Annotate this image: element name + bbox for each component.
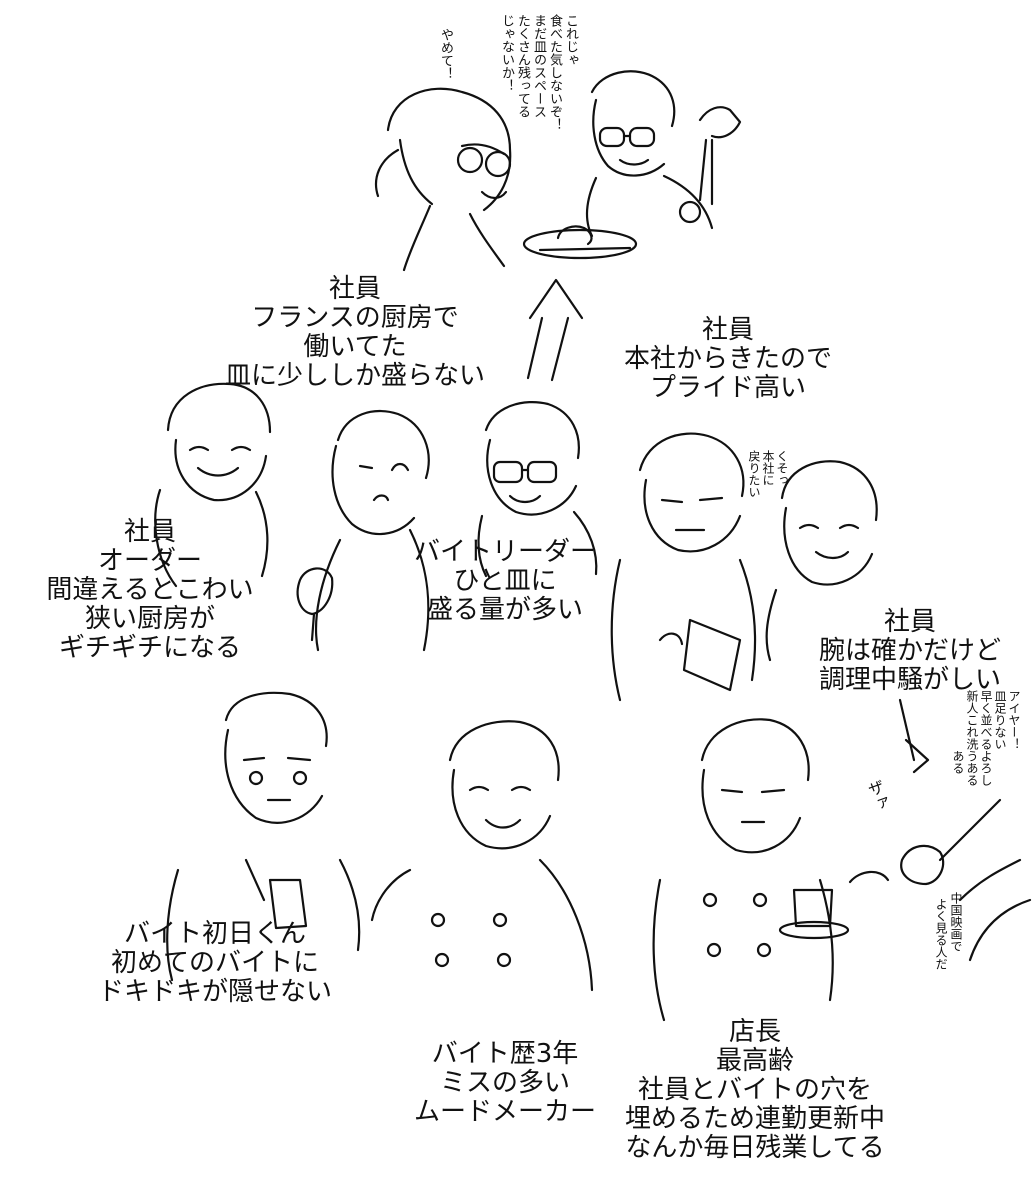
speech-china-film-line-2: よく見る人だ bbox=[934, 898, 948, 970]
caption-manager-line-1: 店長 bbox=[728, 1017, 781, 1047]
chef-left-smiling-drawing bbox=[154, 382, 272, 588]
caption-first-day: バイト初日くん 初めてのバイトに ドキドキが隠せない bbox=[80, 920, 350, 1007]
chef-woman-wine-drawing bbox=[296, 410, 430, 652]
caption-part-leader: バイトリーダー ひと皿に 盛る量が多い bbox=[405, 538, 605, 625]
small-cook-sketch-drawing bbox=[848, 698, 1032, 962]
caption-skilled-staff-line-2: 調理中騒がしい bbox=[818, 665, 1001, 695]
caption-right-staff: 社員 本社からきたので プライド高い bbox=[612, 316, 844, 403]
caption-part-leader-line-2: ひと皿に bbox=[453, 566, 557, 596]
caption-left-staff-line-3: 狭い厨房が bbox=[84, 604, 215, 634]
speech-aiya-line-5: ある bbox=[951, 750, 965, 774]
caption-top-staff-role: 社員 bbox=[328, 274, 381, 304]
caption-left-staff: 社員 オーダー 間違えるとこわい 狭い厨房が ギチギチになる bbox=[25, 518, 275, 663]
caption-left-staff-role: 社員 bbox=[123, 517, 176, 547]
speech-aiya-line-1: アイヤー！ bbox=[1007, 690, 1021, 750]
chef-woman-skilled-drawing bbox=[765, 460, 878, 662]
up-arrow-drawing bbox=[526, 278, 584, 382]
part-leader-glasses-drawing bbox=[477, 400, 598, 578]
speech-aiya-line-3: 早く並べるよろし bbox=[979, 690, 993, 786]
caption-part-leader-line-3: 盛る量が多い bbox=[426, 595, 583, 625]
speech-kuso: くそっ 本社に 戻りたい bbox=[736, 450, 789, 550]
speech-kuso-line-2: 本社に bbox=[761, 450, 775, 486]
caption-right-staff-line-2: プライド高い bbox=[649, 373, 806, 403]
caption-manager-line-2: 最高齢 bbox=[715, 1046, 794, 1076]
chef-frustrated-drawing bbox=[610, 432, 757, 702]
small-plate-drawing bbox=[522, 225, 638, 260]
caption-first-day-line-3: ドキドキが隠せない bbox=[97, 977, 332, 1007]
caption-manager-line-4: 埋めるため連勤更新中 bbox=[624, 1104, 885, 1134]
speech-china-film: 中国映画で よく見る人だ bbox=[922, 892, 963, 1002]
top-chef-woman-drawing bbox=[374, 87, 512, 272]
speech-top-right-line-3: まだ皿のスペース bbox=[531, 14, 546, 118]
caption-manager-line-5: なんか毎日残業してる bbox=[625, 1133, 885, 1163]
caption-manager: 店長 最高齢 社員とバイトの穴を 埋めるため連勤更新中 なんか毎日残業してる bbox=[620, 1018, 890, 1163]
speech-top-right-line-2: 食べた気しないぞ！ bbox=[547, 14, 562, 131]
top-chef-man-drawing bbox=[586, 70, 742, 238]
caption-right-staff-line-1: 本社からきたので bbox=[623, 344, 832, 374]
speech-top-right-line-4: たくさん残ってる bbox=[515, 14, 530, 118]
caption-first-day-line-1: バイト初日くん bbox=[123, 919, 306, 949]
speech-kuso-line-1: くそっ bbox=[775, 450, 789, 486]
caption-top-staff-line-2: 働いてた bbox=[303, 332, 407, 362]
caption-three-years-line-3: ムードメーカー bbox=[413, 1097, 596, 1127]
caption-top-staff-line-1: フランスの厨房で bbox=[251, 303, 459, 333]
caption-part-leader-line-1: バイトリーダー bbox=[413, 537, 596, 567]
caption-manager-line-3: 社員とバイトの穴を bbox=[637, 1075, 872, 1105]
speech-top-right-line-5: じゃないか！ bbox=[499, 14, 514, 92]
caption-three-years-line-2: ミスの多い bbox=[439, 1068, 570, 1098]
caption-top-staff: 社員 フランスの厨房で 働いてた 皿に少ししか盛らない bbox=[225, 275, 485, 391]
speech-aiya-line-4: 新人これ洗うある bbox=[965, 690, 979, 786]
caption-skilled-staff-role: 社員 bbox=[883, 607, 936, 637]
caption-right-staff-role: 社員 bbox=[701, 315, 754, 345]
caption-three-years-line-1: バイト歴3年 bbox=[431, 1039, 579, 1069]
caption-top-staff-line-3: 皿に少ししか盛らない bbox=[225, 361, 486, 391]
caption-left-staff-line-2: 間違えるとこわい bbox=[46, 575, 254, 605]
speech-top-right: これじゃ 食べた気しないぞ！ まだ皿のスペース たくさん残ってる じゃないか！ bbox=[478, 14, 578, 174]
manager-chef-drawing bbox=[652, 718, 850, 1022]
caption-three-years: バイト歴3年 ミスの多い ムードメーカー bbox=[405, 1040, 605, 1127]
speech-top-right-line-1: これじゃ bbox=[563, 14, 578, 66]
caption-skilled-staff: 社員 腕は確かだけど 調理中騒がしい bbox=[800, 608, 1020, 695]
three-year-chef-drawing bbox=[370, 720, 594, 992]
first-day-chef-drawing bbox=[166, 691, 361, 982]
speech-china-film-line-1: 中国映画で bbox=[949, 892, 963, 952]
speech-aiya: アイヤー！ 皿足りない 早く並べるよろし 新人これ洗うある ある bbox=[938, 690, 1021, 830]
speech-aiya-line-2: 皿足りない bbox=[993, 690, 1007, 750]
caption-first-day-line-2: 初めてのバイトに bbox=[110, 948, 319, 978]
caption-left-staff-line-1: オーダー bbox=[97, 546, 202, 576]
caption-skilled-staff-line-1: 腕は確かだけど bbox=[818, 636, 1001, 666]
speech-kuso-line-3: 戻りたい bbox=[747, 450, 761, 498]
caption-left-staff-line-4: ギチギチになる bbox=[58, 633, 241, 663]
speech-top-left: やめて！ bbox=[438, 28, 453, 80]
